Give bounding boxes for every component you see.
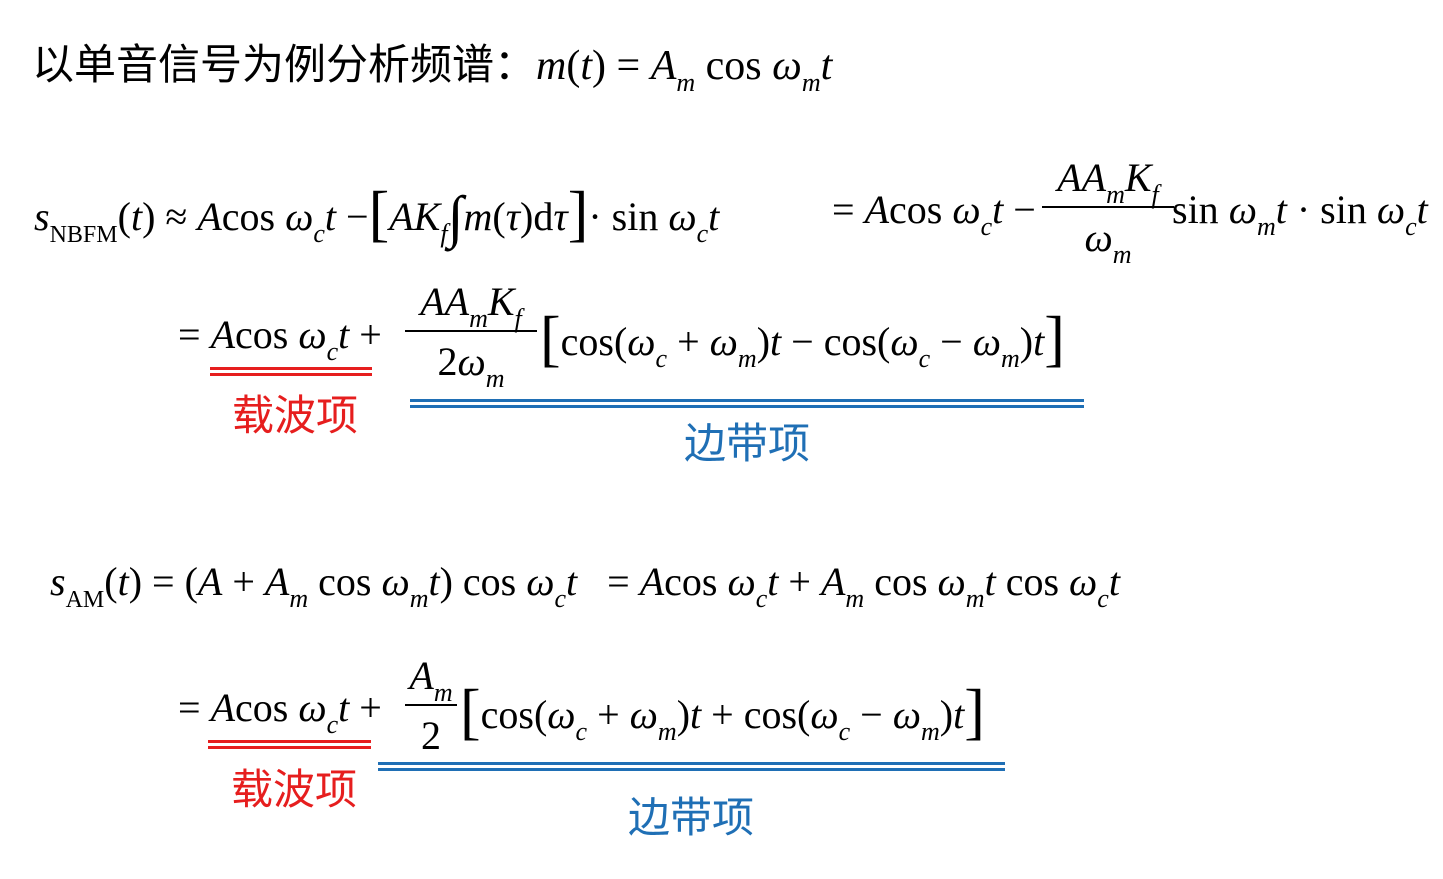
am-equation-line2-bracket: [cos(ωc + ωm)t + cos(ωc − ωm)t] bbox=[460, 678, 985, 746]
nbfm-equation-line2-bracket: [cos(ωc + ωm)t − cos(ωc − ωm)t] bbox=[540, 305, 1065, 373]
nbfm-fraction-1: AAmKf ωm bbox=[1042, 154, 1174, 269]
nbfm-sideband-underline-top bbox=[410, 399, 1084, 402]
nbfm-carrier-underline-bottom bbox=[210, 373, 372, 376]
am-carrier-underline-top bbox=[208, 740, 371, 743]
slide-title: 以单音信号为例分析频谱：m(t) = Am cos ωmt bbox=[32, 38, 832, 98]
nbfm-equation-line1-tail: sin ωmt · sin ωct bbox=[1172, 187, 1428, 241]
am-sideband-label: 边带项 bbox=[628, 793, 755, 842]
nbfm-carrier-label: 载波项 bbox=[232, 391, 359, 440]
nbfm-fraction-2: AAmKf 2ωm bbox=[405, 278, 537, 393]
am-carrier-underline-bottom bbox=[208, 746, 371, 749]
nbfm-carrier-underline-top bbox=[210, 367, 372, 370]
nbfm-equation-line1: sNBFM(t) ≈ Acos ωct −[AKf∫m(τ)dτ]· sin ω… bbox=[34, 180, 720, 249]
am-sideband-underline-top bbox=[378, 762, 1005, 765]
nbfm-equation-line2: = Acos ωct + bbox=[178, 312, 382, 366]
am-carrier-label: 载波项 bbox=[231, 765, 358, 814]
am-equation-line1: sAM(t) = (A + Am cos ωmt) cos ωct = Acos… bbox=[50, 559, 1120, 613]
am-equation-line2: = Acos ωct + bbox=[178, 685, 382, 739]
am-sideband-underline-bottom bbox=[378, 768, 1005, 771]
nbfm-sideband-underline-bottom bbox=[410, 405, 1084, 408]
title-text: 以单音信号为例分析频谱： bbox=[32, 40, 537, 89]
title-formula: m(t) = Am cos ωmt bbox=[536, 43, 833, 97]
nbfm-equation-line1-rhs: = Acos ωct − bbox=[832, 187, 1036, 241]
am-fraction: Am 2 bbox=[405, 652, 457, 758]
nbfm-sideband-label: 边带项 bbox=[684, 419, 811, 468]
